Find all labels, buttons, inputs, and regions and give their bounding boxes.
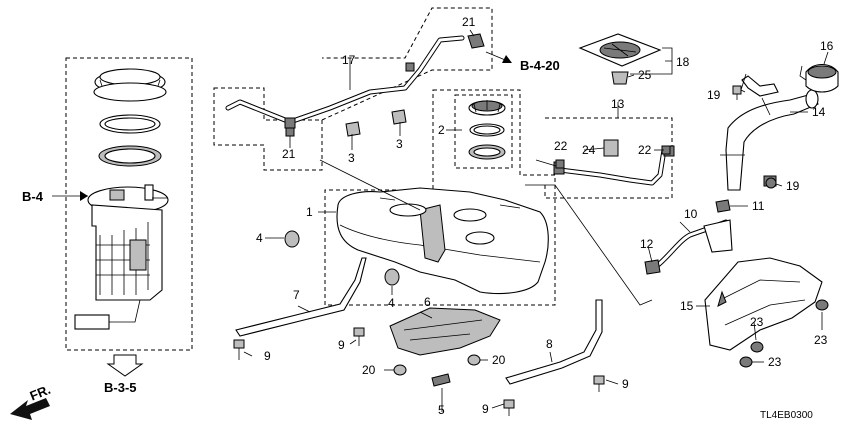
bolt-9-c [593,375,605,392]
callout-6: 6 [424,295,431,309]
callout-13: 13 [611,97,625,111]
clip-3-right [391,109,407,125]
clip-22-left [555,159,565,169]
tank-strap-left [235,257,367,337]
ref-arrow-b35 [106,354,144,377]
callout-9-b: 9 [338,338,345,352]
bolt-19-b [765,177,777,189]
callout-19-bottom: 19 [786,179,800,193]
bolt-9-b [353,327,365,346]
mount-4-left [284,230,300,248]
callout-9-d: 9 [482,402,489,416]
callout-25: 25 [638,68,652,82]
fuel-pump-module [74,184,169,330]
fuel-pump-gasket-2 [98,145,162,167]
ref-label-b4[interactable]: B-4 [22,189,44,204]
callout-2: 2 [438,123,445,137]
tank-strap-right [505,299,603,385]
callout-23-c: 23 [814,333,828,347]
front-direction-label: FR. [28,382,53,404]
ref-label-b420[interactable]: B-4-20 [520,58,560,73]
callout-9-c: 9 [622,377,629,391]
bolt-9-a [233,339,245,360]
callout-8: 8 [546,337,553,351]
callout-10: 10 [684,207,698,221]
callout-15: 15 [680,299,694,313]
nut-20-right [467,354,481,366]
callout-18: 18 [676,55,690,69]
heat-shield [389,307,501,356]
clip-21-top [467,33,485,49]
clip-23-a [750,341,764,353]
callout-23-b: 23 [768,355,782,369]
heat-shield-bracket [431,373,451,387]
filler-housing [578,33,662,85]
fuel-pump-group-box [65,57,193,351]
callout-11: 11 [752,199,765,213]
callout-23-a: 23 [750,315,764,329]
fuel-cap [799,63,839,93]
ref-arrow-b420 [485,51,512,63]
callout-22-right: 22 [638,143,652,157]
mount-4-lower [384,268,400,286]
breather-pipe-group-box [213,7,493,171]
filler-hose [655,199,733,268]
callout-14: 14 [812,105,826,119]
clip-12 [644,259,661,275]
callout-7: 7 [293,288,300,302]
ref-arrow-b4 [52,191,88,201]
filler-pipe-protector [704,257,823,351]
callout-9-a: 9 [264,349,271,363]
ref-label-b35[interactable]: B-3-5 [104,380,137,395]
clip-3-left [345,121,361,137]
fuel-tank [336,187,549,295]
bolt-9-d [503,399,515,416]
diagram-code: TL4EB0300 [760,410,813,421]
breather-pipe [225,35,465,129]
callout-20-left: 20 [362,363,376,377]
callout-1: 1 [306,205,313,219]
clip-21-bottom [285,127,295,137]
fuel-pump-lock-ring [93,68,167,102]
callout-4-left: 4 [256,231,263,245]
callout-12: 12 [640,237,654,251]
clip-23-b [739,356,753,368]
fuel-tank-group-box [324,89,556,306]
vent-pipe-group-box [544,117,673,199]
callout-4-lower: 4 [388,296,395,310]
callout-24: 24 [582,143,596,157]
callout-3-right: 3 [396,137,403,151]
bolt-19-top [732,85,742,100]
callout-3-left: 3 [348,151,355,165]
callout-17: 17 [342,53,356,67]
nut-20-left [393,364,407,376]
callout-5: 5 [438,403,445,417]
callout-20-right: 20 [492,353,506,367]
front-direction-arrow [10,398,50,420]
callout-21-bottom: 21 [282,147,296,161]
sub-pump-group-box [454,94,513,169]
sub-pump-assembly [468,100,506,160]
vent-tube [553,139,675,186]
clip-23-c [815,299,829,311]
fuel-pump-gasket-1 [99,114,161,134]
leader-lines [152,29,829,412]
callout-16: 16 [820,39,834,53]
callout-22-left: 22 [554,139,568,153]
callout-19-top: 19 [707,88,721,102]
callout-21-top: 21 [462,15,476,29]
